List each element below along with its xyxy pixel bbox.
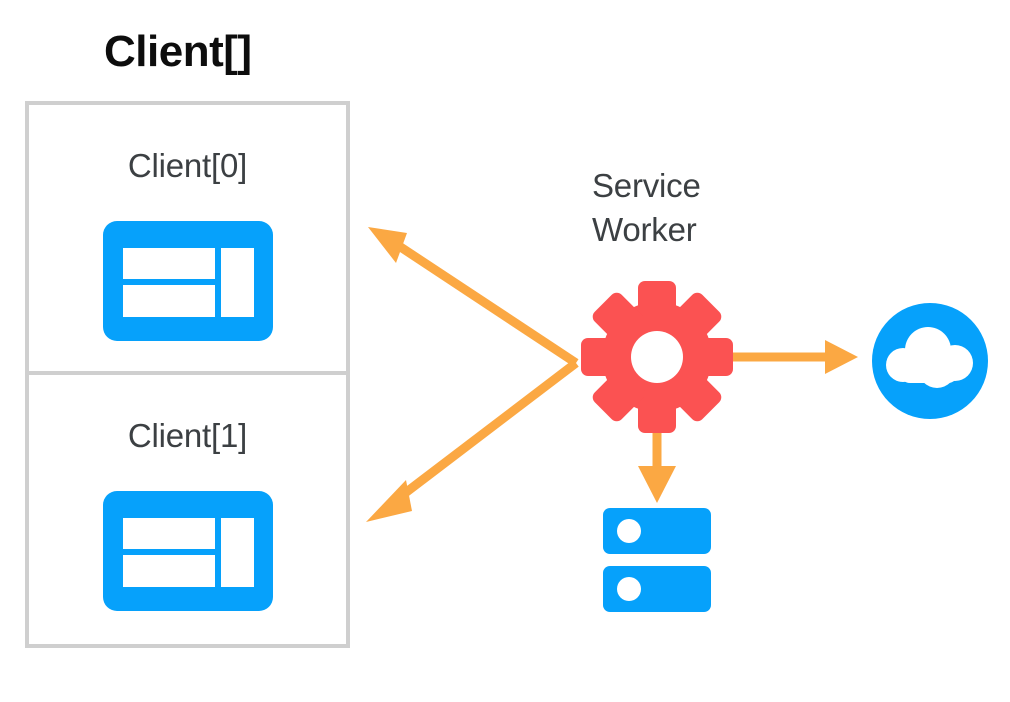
server-led-bottom [617, 577, 641, 601]
browser-pane-bottom-left [122, 285, 215, 317]
arrow-sw-to-client1 [366, 359, 579, 522]
arrow-sw-to-storage [638, 430, 676, 503]
arrow-sw-to-network [726, 340, 858, 374]
server-icon [603, 508, 711, 612]
browser-window-icon [102, 490, 273, 611]
cloud-icon [872, 303, 988, 419]
browser-pane-right [220, 517, 254, 587]
client-0-label: Client[0] [127, 147, 248, 184]
clients-array-box: Client[0] Client[1] [25, 101, 350, 648]
browser-pane-top-left [122, 248, 215, 279]
service-worker-label: Service Worker [592, 167, 701, 248]
browser-pane-right [220, 248, 254, 317]
server-bay-bottom [603, 566, 711, 612]
gear-hub-hole [631, 331, 683, 383]
server-bay-top [603, 508, 711, 554]
browser-pane-top-left [122, 517, 215, 549]
client-cell-1[interactable]: Client[1] [29, 375, 346, 645]
client-1-label: Client[1] [127, 416, 248, 454]
client-cell-0[interactable]: Client[0] [29, 105, 346, 375]
server-led-top [617, 519, 641, 543]
arrow-sw-to-client0 [368, 227, 579, 367]
gear-icon [581, 281, 733, 433]
browser-window-icon [102, 221, 273, 341]
page-title: Client[] [104, 27, 252, 76]
browser-pane-bottom-left [122, 554, 215, 587]
